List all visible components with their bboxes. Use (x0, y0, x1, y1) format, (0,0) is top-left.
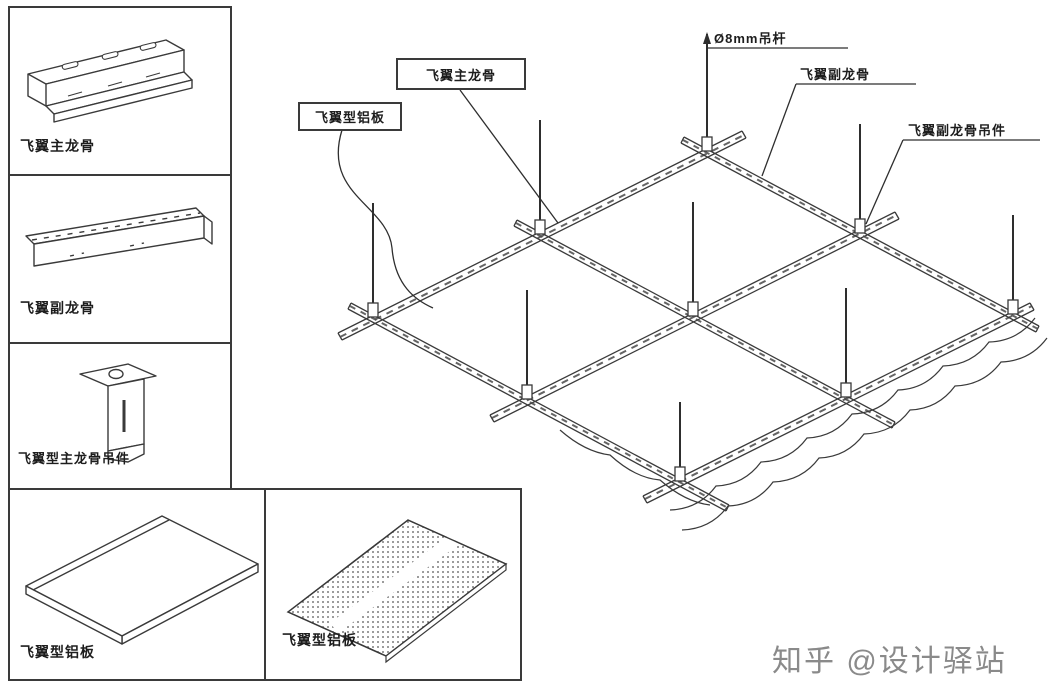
callout-sub-keel: 飞翼副龙骨 (800, 67, 871, 82)
sub-keel-drawing (25, 207, 213, 267)
main-keel-hanger-drawing (79, 363, 157, 463)
watermark: 知乎 @设计驿站 (772, 645, 1007, 678)
perf-plate-detail-label: 飞翼型铝板 (282, 632, 357, 648)
callout-hanger-rod: Ø8mm吊杆 (714, 31, 787, 46)
perf-plate-drawing (286, 519, 508, 664)
callout-alum-plate-text: 飞翼型铝板 (314, 110, 385, 125)
callout-sub-keel-hanger: 飞翼副龙骨吊件 (908, 123, 1007, 138)
main-keel-hanger-detail-label: 飞翼型主龙骨吊件 (18, 451, 131, 466)
sub-keel-detail-label: 飞翼副龙骨 (20, 300, 95, 316)
detail-box-sub-keel: 飞翼副龙骨 (8, 174, 232, 344)
detail-box-perf-plate: 飞翼型铝板 (264, 488, 522, 681)
detail-box-main-keel-hanger: 飞翼型主龙骨吊件 (8, 342, 232, 490)
callout-main-keel-text: 飞翼主龙骨 (425, 67, 496, 83)
main-keel-drawing (27, 39, 193, 123)
callout-alum-plate: 飞翼型铝板 (298, 102, 402, 131)
alum-plate-detail-label: 飞翼型铝板 (20, 644, 95, 660)
callout-main-keel: 飞翼主龙骨 (396, 58, 526, 90)
detail-box-alum-plate: 飞翼型铝板 (8, 488, 266, 681)
main-keel-detail-label: 飞翼主龙骨 (20, 138, 95, 154)
alum-plate-drawing (25, 515, 259, 645)
detail-box-main-keel: 飞翼主龙骨 (8, 6, 232, 176)
